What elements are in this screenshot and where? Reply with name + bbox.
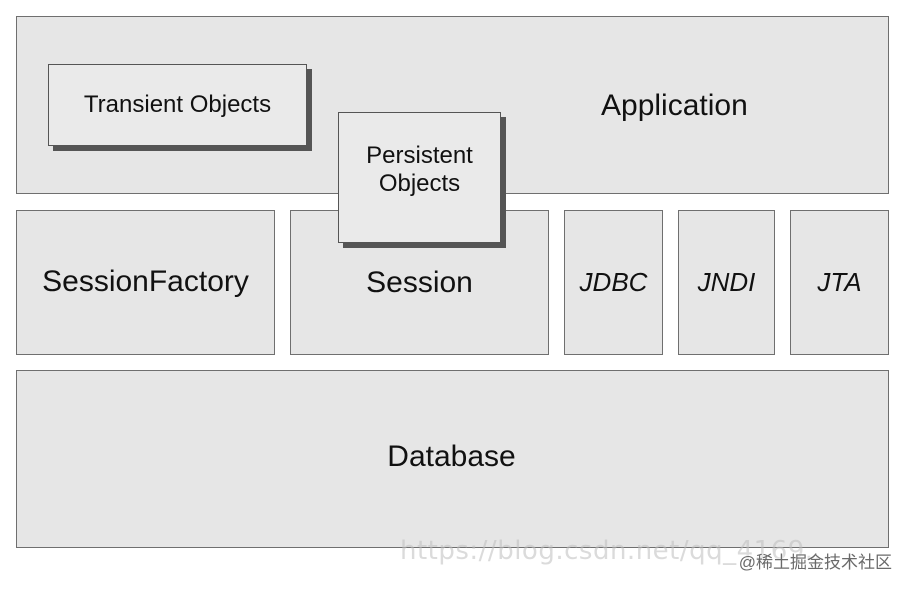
database-label: Database bbox=[387, 439, 516, 473]
transient-objects-box: Transient Objects bbox=[48, 64, 307, 146]
session-factory-label: SessionFactory bbox=[42, 265, 249, 299]
jta-label: JTA bbox=[817, 266, 862, 297]
jdbc-box: JDBC bbox=[564, 210, 663, 355]
persistent-objects-label: Persistent Objects bbox=[366, 141, 473, 197]
persistent-objects-box: Persistent Objects bbox=[338, 112, 501, 243]
watermark-url: https://blog.csdn.net/qq_4169... bbox=[400, 536, 832, 566]
database-layer: Database bbox=[16, 370, 889, 548]
application-label: Application bbox=[601, 89, 748, 122]
session-factory-box: SessionFactory bbox=[16, 210, 275, 355]
jdbc-label: JDBC bbox=[579, 266, 648, 297]
watermark-site: @稀土掘金技术社区 bbox=[738, 553, 892, 572]
session-label: Session bbox=[366, 266, 473, 300]
transient-objects-label: Transient Objects bbox=[83, 91, 272, 119]
jndi-box: JNDI bbox=[678, 210, 775, 355]
jta-box: JTA bbox=[790, 210, 889, 355]
jndi-label: JNDI bbox=[697, 266, 756, 297]
